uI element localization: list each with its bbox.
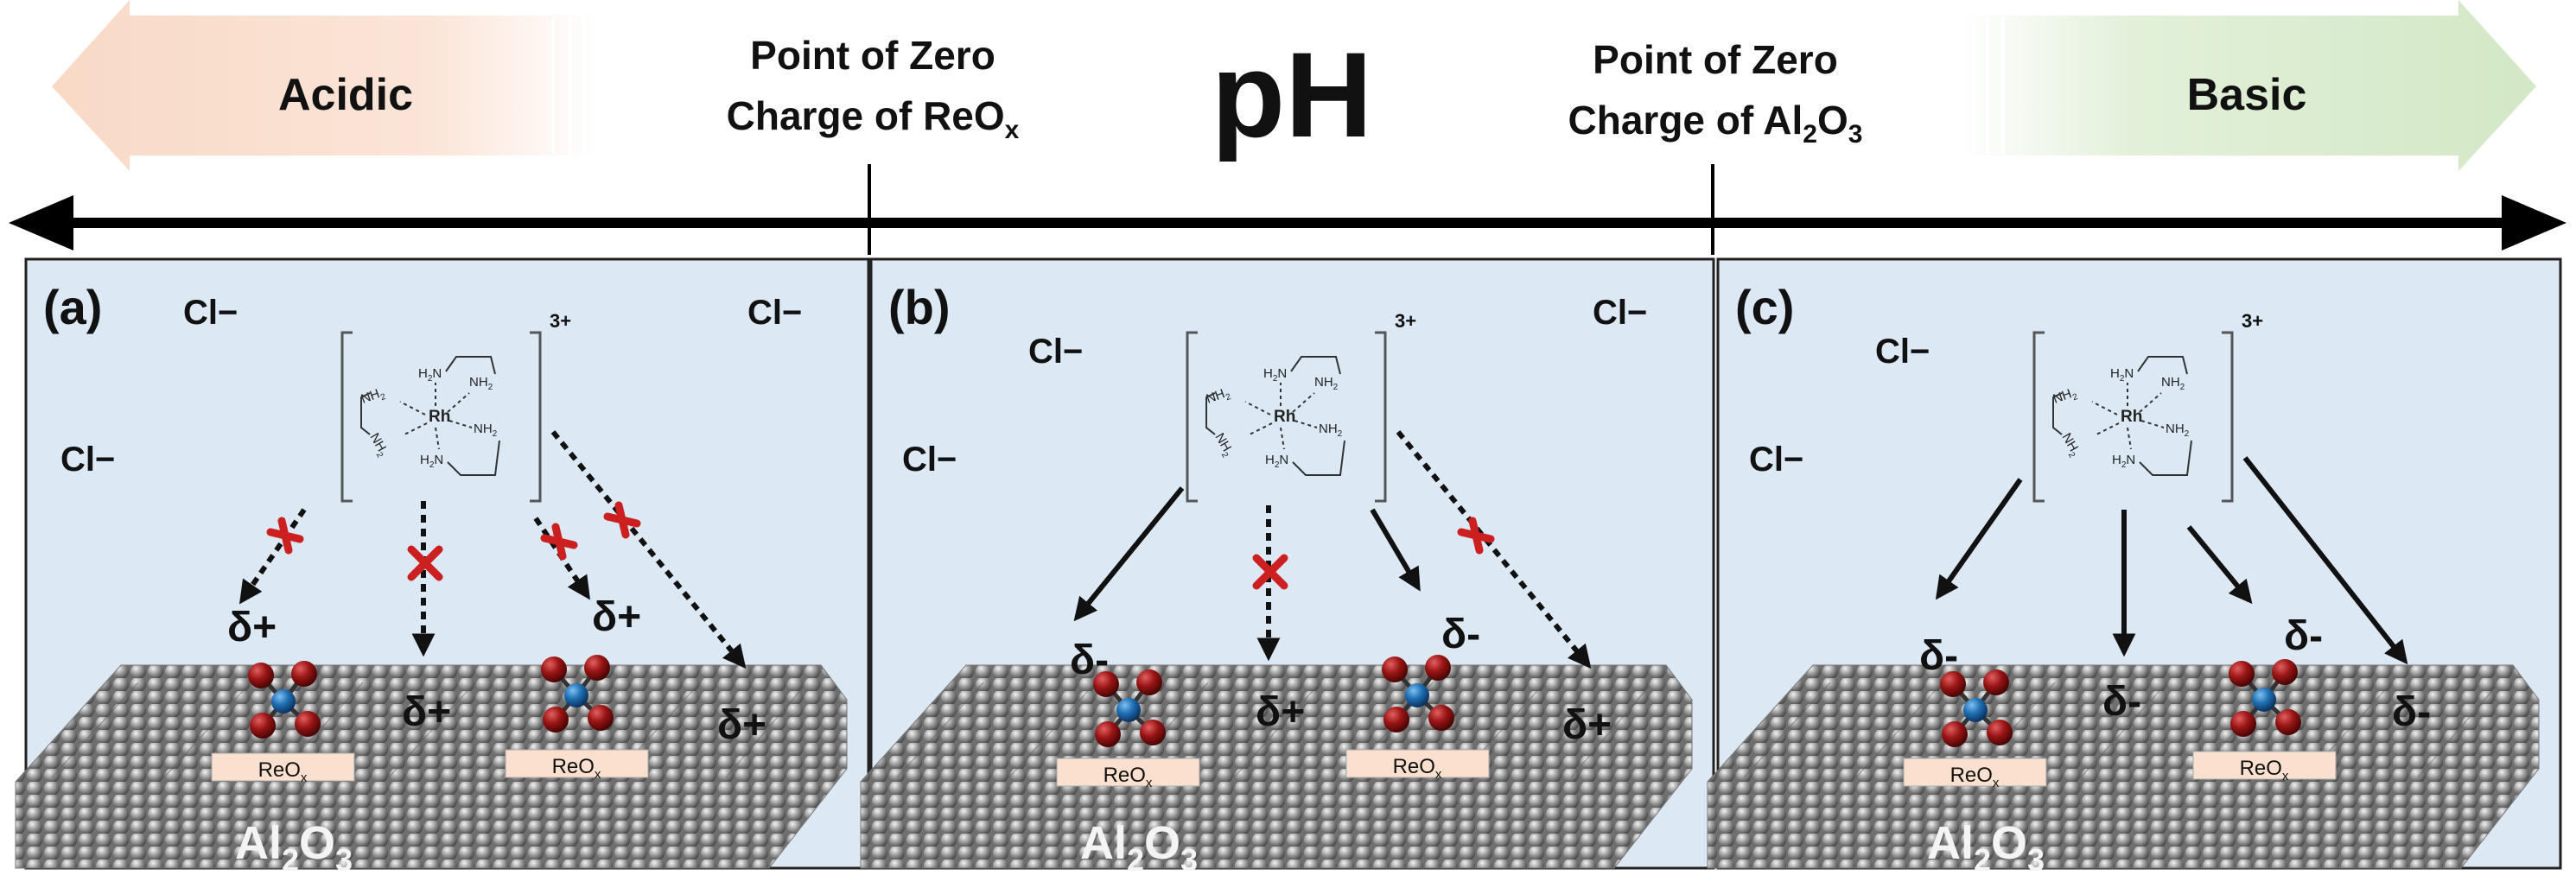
panel-b: (b) Cl− Cl− Cl− ReOx ReOx Al2O3 δ- δ- δ+… xyxy=(860,257,1715,878)
pzc-al2o3-line1: Point of Zero xyxy=(1593,37,1838,82)
delta-al2o3: δ+ xyxy=(1256,689,1305,735)
delta-reox: δ- xyxy=(1919,633,1958,679)
basic-label: Basic xyxy=(2187,70,2307,120)
panel-label: (b) xyxy=(888,280,951,334)
acidic-arrow-stripes xyxy=(551,17,586,154)
reox-tag: ReOx xyxy=(211,752,355,785)
panel-c: (c) Cl− Cl− ReOx ReOx Al2O3 δ- δ- δ- δ- xyxy=(1707,257,2562,878)
al2o3-label: Al2O3 xyxy=(1927,817,2045,878)
svg-text:ReOx: ReOx xyxy=(2240,757,2289,783)
svg-text:ReOx: ReOx xyxy=(258,758,308,785)
delta-reox: δ- xyxy=(1070,637,1109,683)
chloride-ion: Cl− xyxy=(183,294,238,332)
al2o3-label: Al2O3 xyxy=(1080,817,1198,878)
delta-reox: δ- xyxy=(2284,613,2323,659)
al2o3-label: Al2O3 xyxy=(235,817,353,878)
basic-arrow xyxy=(1962,0,2536,171)
svg-text:ReOx: ReOx xyxy=(1104,764,1153,790)
delta-al2o3: δ- xyxy=(2102,679,2141,725)
pzc-reox-line1: Point of Zero xyxy=(750,33,995,78)
chloride-ion: Cl− xyxy=(747,294,802,332)
reox-tag: ReOx xyxy=(1903,758,2047,790)
svg-text:ReOx: ReOx xyxy=(1393,755,1442,782)
delta-al2o3: δ+ xyxy=(402,689,451,735)
blocked-arrows xyxy=(1256,430,1592,669)
attachment-arrows xyxy=(1073,486,1421,622)
delta-reox: δ- xyxy=(1441,612,1480,657)
reox-tag: ReOx xyxy=(1345,749,1490,782)
chloride-ion: Cl− xyxy=(1028,333,1083,371)
delta-reox: δ+ xyxy=(592,594,641,640)
chloride-ion: Cl− xyxy=(902,441,957,479)
delta-al2o3: δ- xyxy=(2392,689,2431,735)
reox-tag: ReOx xyxy=(1056,758,1200,790)
pzc-al2o3-line2: Charge of Al2O3 xyxy=(1568,98,1863,149)
delta-al2o3: δ+ xyxy=(1562,702,1612,748)
chloride-ion: Cl− xyxy=(1875,333,1930,371)
chloride-ion: Cl− xyxy=(1593,294,1647,332)
ph-label: pH xyxy=(1212,27,1373,162)
delta-al2o3: δ+ xyxy=(717,702,766,748)
attachment-arrows xyxy=(1935,456,2408,665)
delta-reox: δ+ xyxy=(227,605,277,650)
acidic-label: Acidic xyxy=(278,70,413,120)
panel-label: (c) xyxy=(1735,280,1794,334)
chloride-ion: Cl− xyxy=(60,441,115,479)
panel-a: (a) Cl− Cl− Cl− ReOx ReOx Al2O3 δ+ δ+ δ+… xyxy=(15,257,870,878)
chloride-ion: Cl− xyxy=(1749,441,1803,479)
reox-tag: ReOx xyxy=(505,749,649,782)
panel-label: (a) xyxy=(43,280,102,334)
svg-text:ReOx: ReOx xyxy=(1950,764,2000,790)
svg-text:ReOx: ReOx xyxy=(552,755,601,782)
pzc-reox-line2: Charge of ReOx xyxy=(727,93,1020,144)
basic-arrow-stripes xyxy=(1973,17,2005,154)
acidic-arrow xyxy=(52,0,596,171)
reox-tag: ReOx xyxy=(2192,751,2337,783)
ph-axis xyxy=(9,164,2566,255)
